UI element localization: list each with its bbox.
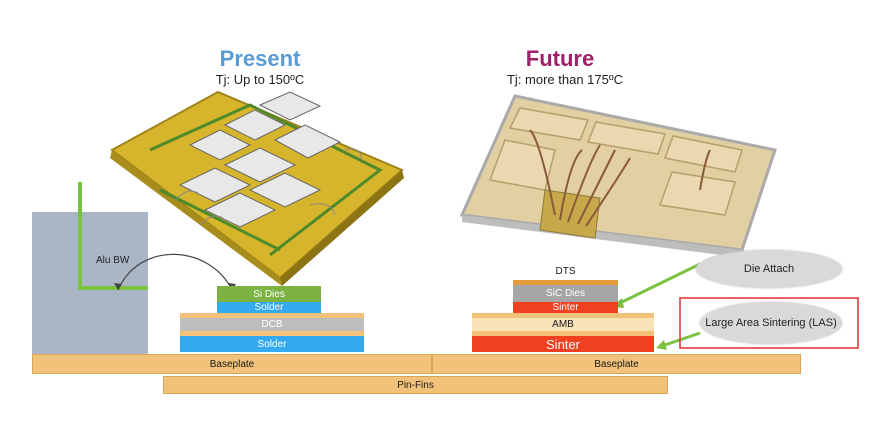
die-attach-callout: Die Attach	[696, 250, 842, 288]
sic-dies-layer: SiC Dies	[513, 285, 618, 302]
future-title: Future	[525, 46, 595, 71]
die-attach-arrow	[617, 262, 701, 306]
terminal-lead	[78, 182, 148, 290]
si-dies-layer: Si Dies	[217, 286, 321, 302]
future-subtitle: Tj: more than 175ºC	[506, 72, 624, 87]
las-callout: Large Area Sintering (LAS)	[700, 302, 842, 344]
pin-fins: Pin-Fins	[163, 376, 668, 394]
housing-block	[32, 212, 148, 354]
future-module-image	[459, 94, 777, 258]
amb-layer: AMB	[472, 313, 654, 336]
present-module-image	[110, 90, 404, 286]
sinter-bottom-layer: Sinter	[472, 336, 654, 352]
sinter-top-layer: Sinter	[513, 302, 618, 313]
dts-strip	[513, 280, 618, 285]
dts-layer: DTS	[555, 266, 576, 277]
present-subtitle: Tj: Up to 150ºC	[215, 72, 305, 87]
las-arrow	[661, 331, 701, 348]
solder-bottom-layer: Solder	[180, 336, 364, 352]
baseplate-right: Baseplate	[432, 354, 801, 374]
baseplate-left: Baseplate	[32, 354, 432, 374]
dcb-layer: DCB	[180, 313, 364, 336]
las-highlight-box	[679, 297, 859, 349]
alu-bond-wire	[117, 253, 233, 291]
alu-bw-label: Alu BW	[96, 255, 130, 266]
solder-top-layer: Solder	[217, 302, 321, 313]
present-title: Present	[219, 46, 301, 71]
